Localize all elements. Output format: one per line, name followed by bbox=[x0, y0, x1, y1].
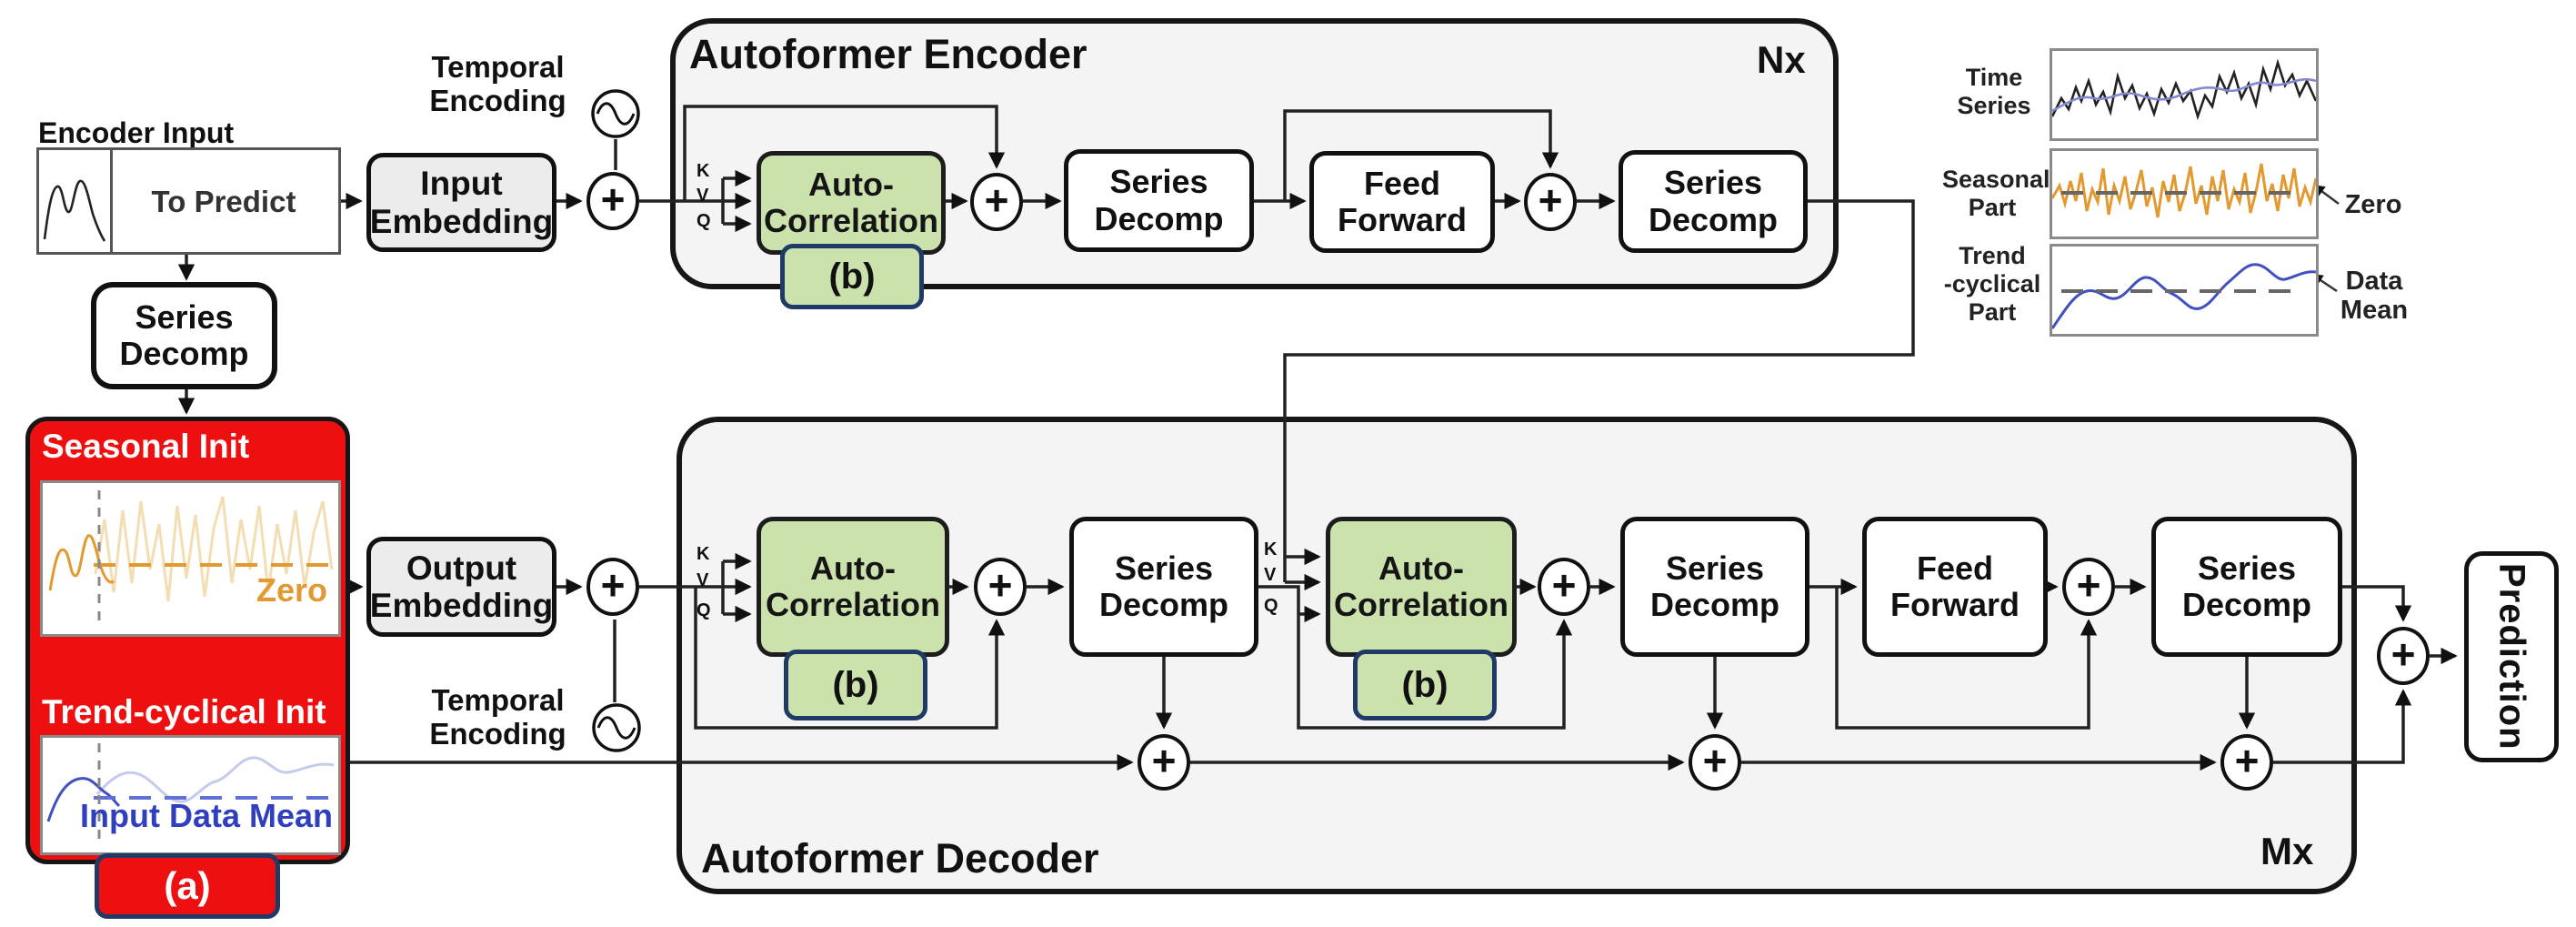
decoder-series-decomp-1: Series Decomp bbox=[1069, 517, 1258, 657]
trend-init-title: Trend-cyclical Init bbox=[42, 693, 326, 731]
decoder-series-decomp-3: Series Decomp bbox=[2151, 517, 2342, 657]
legend-trend-plot bbox=[2050, 244, 2319, 337]
legend-data-mean-annotation: Data Mean bbox=[2340, 267, 2409, 325]
trend-add-3: + bbox=[2220, 734, 2273, 791]
series-decomp-input-block: Series Decomp bbox=[91, 282, 277, 389]
zero-annotation-inline: Zero bbox=[256, 571, 328, 609]
encoder-tab-b: (b) bbox=[780, 244, 924, 309]
legend-seasonal-label: Seasonal Part bbox=[1942, 166, 2050, 222]
encoder-auto-correlation-block: Auto- Correlation bbox=[757, 151, 946, 255]
trend-add-2: + bbox=[1689, 734, 1741, 791]
legend-time-series-label: Time Series bbox=[1957, 64, 2031, 120]
decoder-cross-k-label: K bbox=[1264, 539, 1278, 559]
decoder-auto-correlation-2: Auto- Correlation bbox=[1326, 517, 1517, 657]
encoder-series-decomp-1: Series Decomp bbox=[1064, 149, 1254, 252]
encoder-q-label: Q bbox=[697, 211, 711, 231]
encoder-series-decomp-2: Series Decomp bbox=[1619, 150, 1808, 253]
decoder-self-q-label: Q bbox=[697, 600, 711, 620]
decoder-add-2: + bbox=[1538, 558, 1590, 616]
input-box-divider bbox=[110, 150, 113, 252]
sine-wave-icon bbox=[591, 702, 642, 758]
encoder-feed-forward: Feed Forward bbox=[1309, 151, 1495, 253]
decoder-series-decomp-2: Series Decomp bbox=[1620, 517, 1809, 657]
input-series-sparkline bbox=[43, 179, 106, 242]
to-predict-label: To Predict bbox=[151, 185, 296, 218]
decoder-tab-b-1: (b) bbox=[784, 650, 927, 720]
add-embedding-decoder: + bbox=[586, 558, 639, 616]
temporal-encoding-top-label: Temporal Encoding bbox=[429, 50, 566, 117]
decoder-cross-q-label: Q bbox=[1264, 596, 1278, 616]
encoder-k-label: K bbox=[697, 161, 710, 181]
decoder-self-k-label: K bbox=[697, 544, 710, 564]
input-data-mean-annotation: Input Data Mean bbox=[80, 797, 334, 834]
output-embedding-block: Output Embedding bbox=[366, 537, 556, 637]
tab-a: (a) bbox=[95, 853, 280, 919]
decoder-tab-b-2: (b) bbox=[1353, 650, 1497, 720]
sine-wave-icon bbox=[590, 88, 641, 144]
encoder-repeat-label: Nx bbox=[1757, 38, 1806, 81]
decoder-add-1: + bbox=[974, 558, 1027, 616]
decoder-cross-v-label: V bbox=[1264, 565, 1277, 585]
encoder-v-label: V bbox=[697, 186, 709, 206]
encoder-add-1: + bbox=[970, 173, 1023, 231]
decoder-frame bbox=[677, 417, 2357, 894]
encoder-input-label: Encoder Input bbox=[38, 116, 235, 149]
encoder-input-box: To Predict bbox=[36, 147, 341, 255]
legend-trend-label: Trend -cyclical Part bbox=[1943, 242, 2041, 327]
decoder-self-v-label: V bbox=[697, 570, 709, 590]
temporal-encoding-bottom-label: Temporal Encoding bbox=[429, 683, 566, 751]
encoder-add-2: + bbox=[1524, 173, 1577, 231]
input-embedding-block: Input Embedding bbox=[366, 153, 556, 252]
encoder-title: Autoformer Encoder bbox=[689, 31, 1088, 77]
decoder-auto-correlation-1: Auto- Correlation bbox=[757, 517, 949, 657]
decoder-add-3: + bbox=[2062, 558, 2115, 616]
add-embedding-encoder: + bbox=[586, 172, 639, 230]
legend-time-series-plot bbox=[2050, 48, 2319, 141]
prediction-block: Prediction bbox=[2464, 551, 2559, 762]
seasonal-init-title: Seasonal Init bbox=[42, 428, 250, 465]
decoder-repeat-label: Mx bbox=[2260, 830, 2314, 872]
decoder-feed-forward: Feed Forward bbox=[1862, 517, 2048, 657]
final-add: + bbox=[2377, 627, 2430, 685]
decoder-title: Autoformer Decoder bbox=[701, 835, 1099, 882]
prediction-label: Prediction bbox=[2491, 563, 2532, 751]
seasonal-init-panel bbox=[40, 480, 341, 637]
legend-seasonal-plot bbox=[2050, 148, 2319, 239]
trend-init-panel bbox=[40, 735, 341, 855]
legend-zero-annotation: Zero bbox=[2344, 190, 2402, 219]
trend-add-1: + bbox=[1138, 734, 1190, 791]
